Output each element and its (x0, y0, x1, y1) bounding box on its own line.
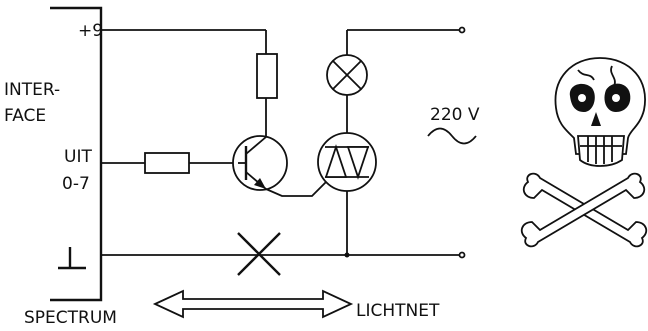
collector-resistor (256, 53, 278, 99)
interface-border (50, 6, 103, 302)
isolation-cross-icon (237, 232, 281, 276)
npn-transistor-icon (232, 135, 288, 191)
lichtnet-label: LICHTNET (356, 301, 440, 321)
triac-icon (317, 132, 377, 192)
output-label-line2: 0-7 (62, 174, 90, 194)
ground-icon (58, 247, 86, 270)
lamp-icon (326, 54, 368, 96)
plus9-label: +9 (78, 21, 103, 41)
double-arrow-icon (152, 289, 354, 319)
base-resistor (144, 152, 190, 174)
skull-and-crossbones-icon (520, 57, 648, 248)
output-label-line1: UIT (64, 147, 92, 167)
interface-label-line2: FACE (4, 106, 46, 126)
spectrum-label: SPECTRUM (24, 308, 117, 328)
interface-label-line1: INTER- (4, 80, 60, 100)
ac-wave-icon (427, 127, 477, 145)
gate-wire (265, 181, 327, 197)
voltage-label: 220 V (430, 105, 480, 125)
terminal-top (458, 26, 466, 34)
terminal-bottom (458, 251, 466, 259)
